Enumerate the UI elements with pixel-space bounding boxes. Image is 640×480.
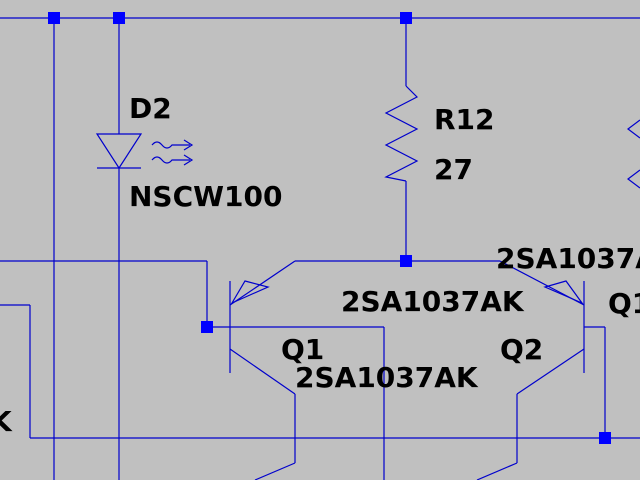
- junction-node[interactable]: [400, 255, 412, 267]
- led-emission-arrow-icon: [183, 154, 194, 166]
- q-right-value-partial: 2SA1037A: [496, 242, 640, 275]
- q1-emitter-arrow: [230, 280, 270, 305]
- r12-value-label: 27: [434, 153, 473, 186]
- wires: [0, 17, 640, 480]
- q2-ref-label: Q2: [500, 333, 543, 366]
- q1-collector-lead: [229, 348, 296, 395]
- led-triangle: [95, 133, 143, 170]
- junctions: [48, 12, 611, 444]
- led-emission-icon: [151, 141, 190, 149]
- q2-emitter-arrow: [543, 280, 584, 305]
- transistor-q2-symbol[interactable]: [499, 260, 585, 395]
- q-right-ref-partial: Q1: [608, 287, 640, 320]
- led-emission-icon: [151, 156, 190, 164]
- d2-ref-label: D2: [129, 92, 172, 125]
- resistor-r12-symbol[interactable]: [384, 85, 419, 182]
- q2-collector-lead: [516, 348, 585, 395]
- d2-value-label: NSCW100: [129, 180, 282, 213]
- q1-emitter-lead: [229, 260, 296, 306]
- junction-node[interactable]: [400, 12, 412, 24]
- wire-q2-collector-tail[interactable]: [476, 462, 518, 480]
- left-partial-label: K: [0, 405, 13, 438]
- q1-ref-label: Q1: [281, 333, 324, 366]
- junction-node[interactable]: [201, 321, 213, 333]
- partial-resistor-symbol[interactable]: [627, 119, 640, 139]
- middle-value-label: 2SA1037AK: [341, 285, 525, 318]
- q1-value-label: 2SA1037AK: [295, 361, 479, 394]
- led-d2-symbol[interactable]: [95, 133, 194, 170]
- led-emission-arrow-icon: [183, 139, 194, 151]
- junction-node[interactable]: [48, 12, 60, 24]
- wire-q1-collector-tail[interactable]: [254, 462, 296, 480]
- partial-resistor-symbol[interactable]: [627, 169, 640, 189]
- junction-node[interactable]: [599, 432, 611, 444]
- junction-node[interactable]: [113, 12, 125, 24]
- r12-ref-label: R12: [434, 103, 495, 136]
- transistor-q1-symbol[interactable]: [229, 260, 296, 395]
